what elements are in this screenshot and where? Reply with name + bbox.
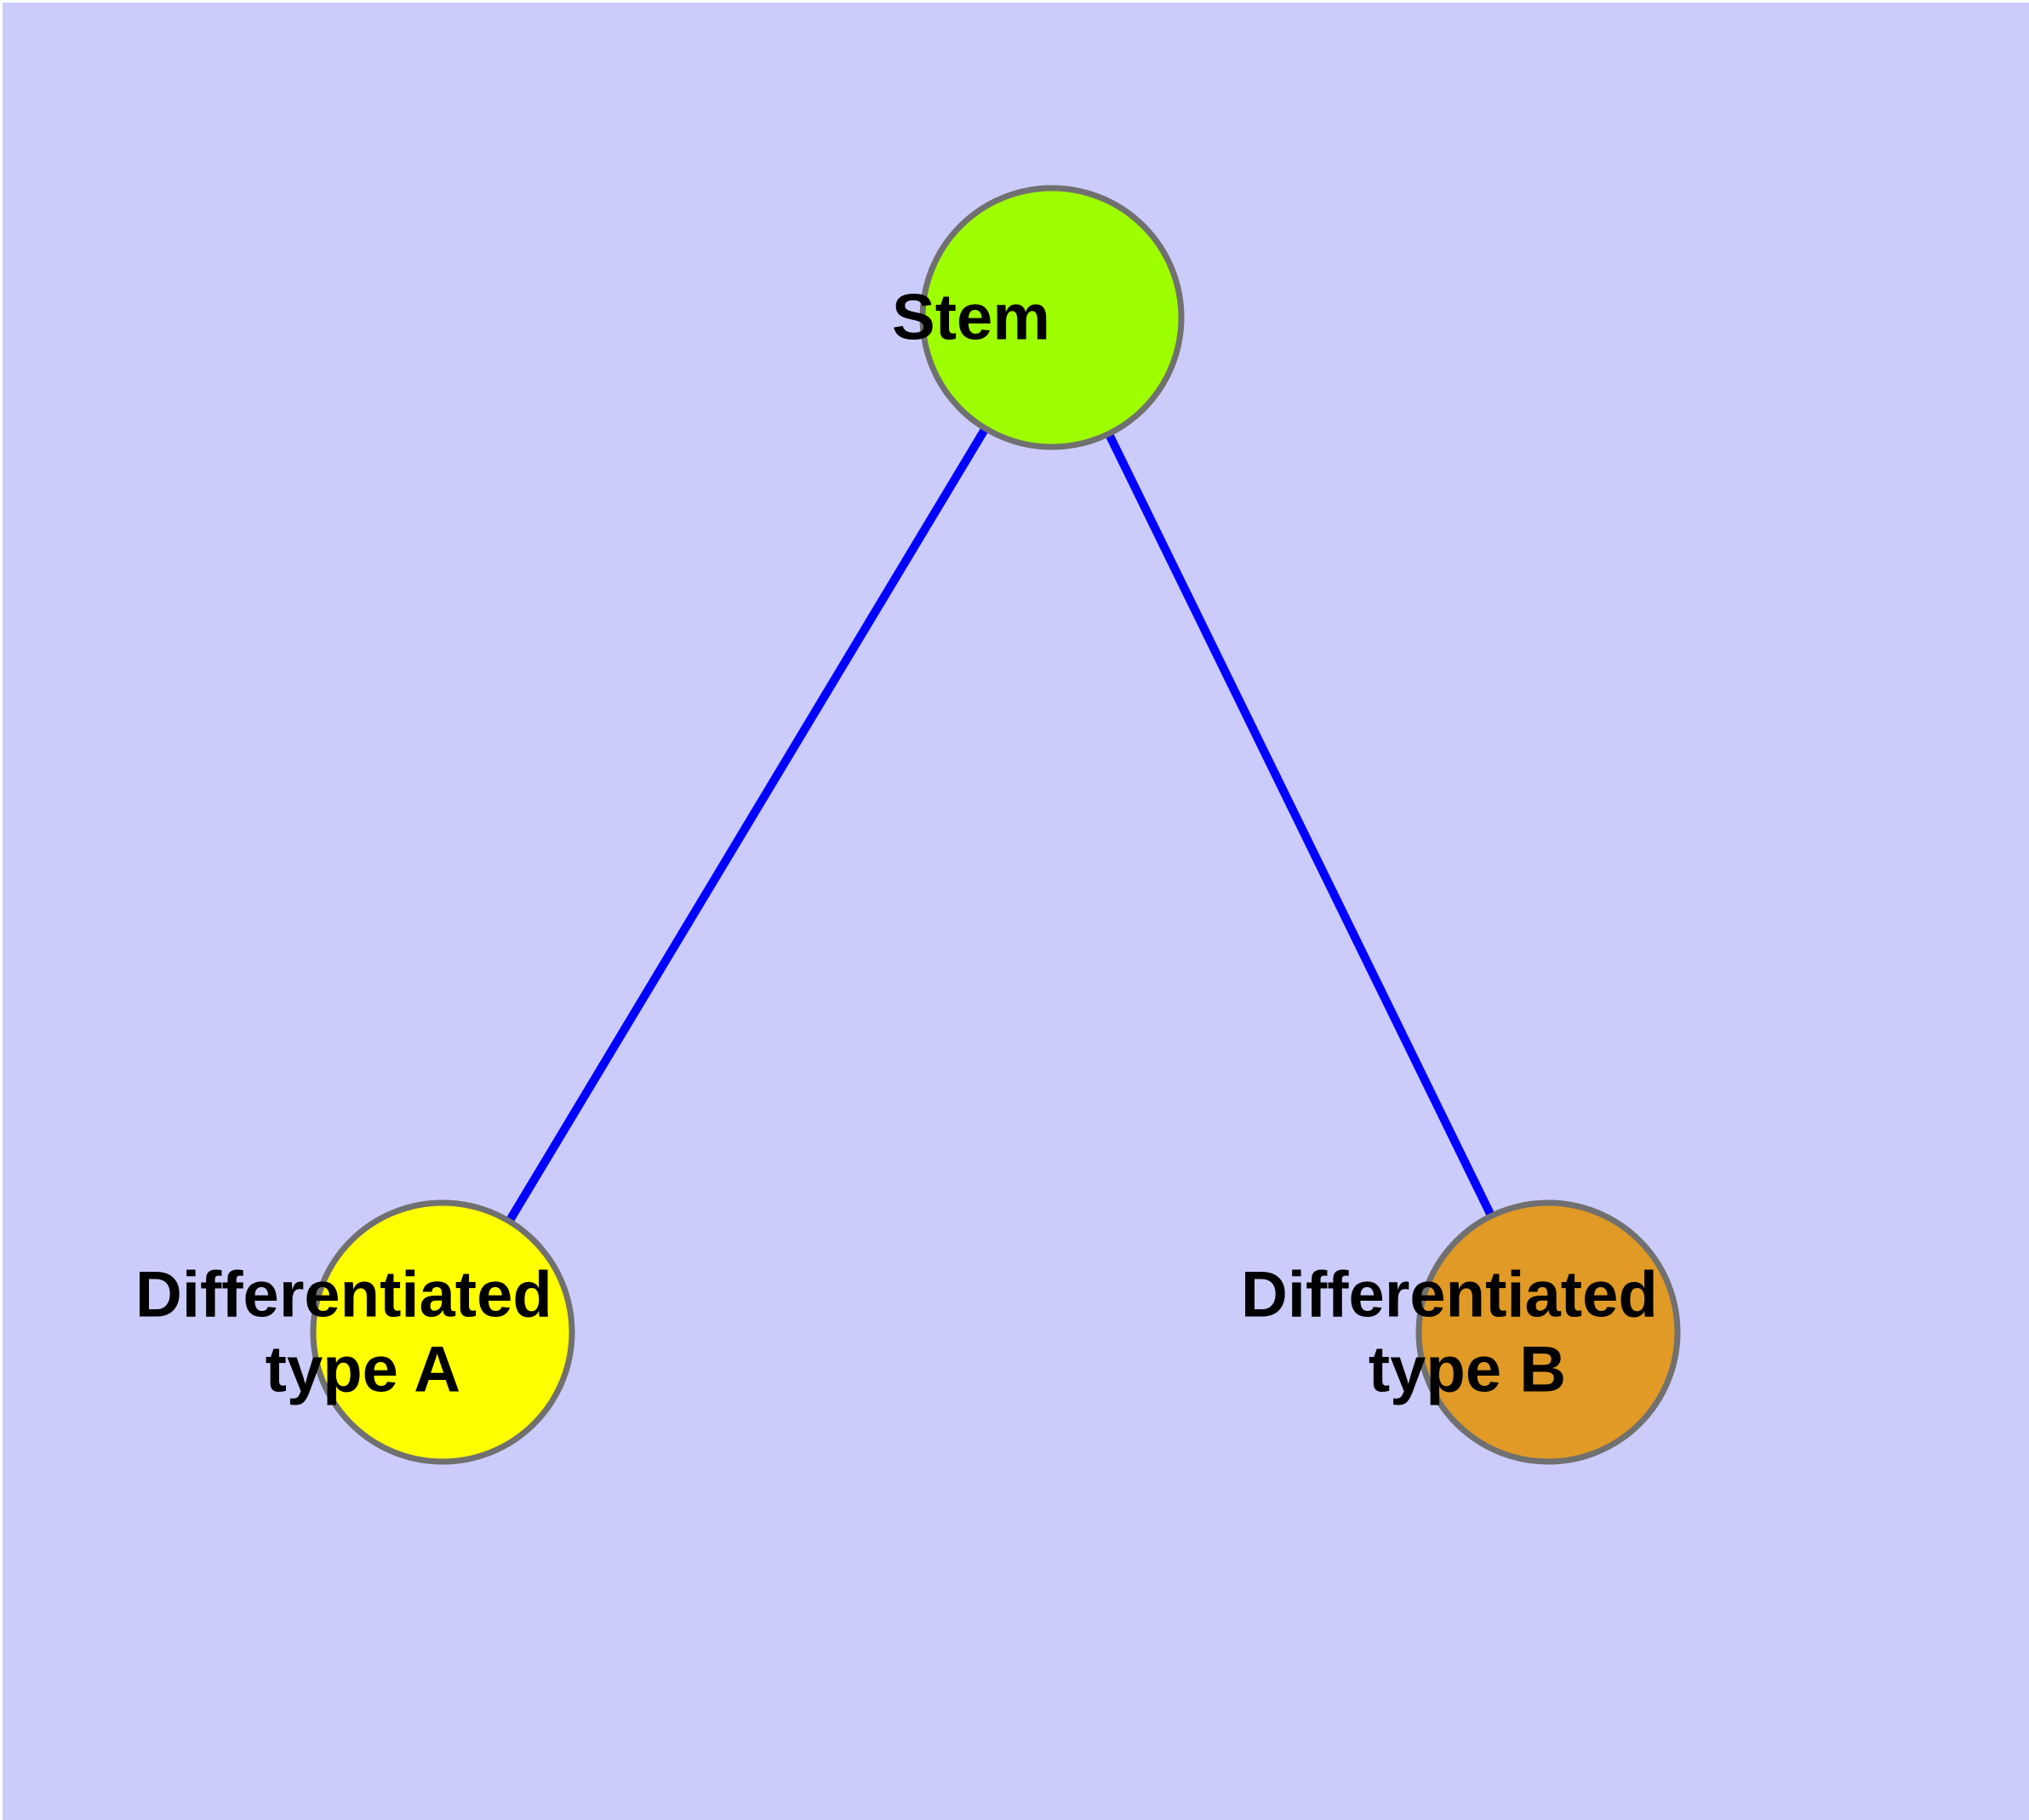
edge-stem-to-differentiated-type-a[interactable]	[503, 423, 992, 1227]
node-stem[interactable]: Stem	[892, 185, 1212, 450]
node-stem-circle[interactable]	[919, 185, 1185, 450]
node-layer: Stem Differentiated type A Differentiate…	[135, 185, 1855, 1465]
node-differentiated-type-b-circle[interactable]	[1415, 1199, 1681, 1465]
node-differentiated-type-b-label: Differentiated type B	[1241, 1254, 1855, 1406]
node-differentiated-type-a-label-line-1: Differentiated	[135, 1258, 552, 1331]
edge-stem-to-differentiated-type-b[interactable]	[1103, 428, 1497, 1222]
edge-layer	[503, 423, 1497, 1227]
node-stem-label-line-1: Stem	[892, 282, 1050, 354]
node-stem-label: Stem	[892, 277, 1212, 353]
node-differentiated-type-a-circle[interactable]	[310, 1199, 575, 1465]
node-differentiated-type-b-label-line-1: Differentiated	[1241, 1258, 1658, 1331]
node-differentiated-type-a-label: Differentiated type A	[135, 1254, 750, 1406]
node-differentiated-type-a-label-line-2: type A	[266, 1334, 460, 1406]
node-differentiated-type-b-label-line-2: type B	[1369, 1334, 1566, 1406]
node-differentiated-type-b[interactable]: Differentiated type B	[1241, 1199, 1855, 1465]
node-differentiated-type-a[interactable]: Differentiated type A	[135, 1199, 750, 1465]
